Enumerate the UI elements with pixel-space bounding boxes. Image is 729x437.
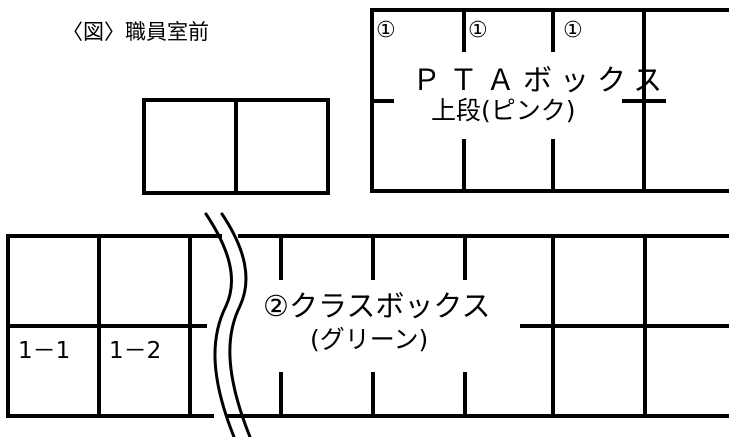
class-box-title: ②クラスボックス (263, 289, 491, 323)
small-box (142, 98, 330, 195)
room-label-1-2: 1－2 (109, 338, 162, 364)
pta-box-title: ＰＴＡボックス (412, 63, 671, 97)
pta-box-frame (370, 8, 729, 193)
break-mark (204, 212, 252, 437)
pta-marker-3: ① (563, 18, 583, 43)
diagram-caption: 〈図〉職員室前 (62, 20, 209, 44)
class-box-subtitle: (グリーン) (310, 325, 429, 354)
pta-marker-2: ① (468, 18, 488, 43)
pta-marker-1: ① (376, 18, 396, 43)
room-label-1-1: 1－1 (18, 338, 71, 364)
class-box-frame (6, 234, 729, 418)
pta-box-subtitle: 上段(ピンク) (431, 96, 576, 125)
